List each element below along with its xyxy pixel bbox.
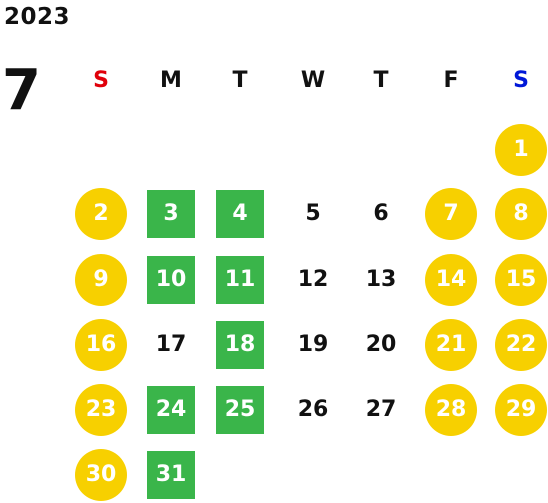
day-cell-1[interactable]: 1 bbox=[495, 124, 547, 176]
day-cell-13[interactable]: 13 bbox=[365, 267, 397, 292]
day-cell-7[interactable]: 7 bbox=[425, 188, 477, 240]
day-cell-15[interactable]: 15 bbox=[495, 254, 547, 306]
weekday-label-wednesday: W bbox=[300, 68, 326, 93]
day-cell-11[interactable]: 11 bbox=[216, 256, 264, 304]
weekday-label-tuesday: T bbox=[232, 68, 248, 93]
day-cell-29[interactable]: 29 bbox=[495, 384, 547, 436]
day-cell-5[interactable]: 5 bbox=[305, 201, 321, 226]
day-cell-3[interactable]: 3 bbox=[147, 190, 195, 238]
year-label: 2023 bbox=[4, 4, 71, 30]
month-number: 7 bbox=[2, 58, 41, 123]
weekday-label-sunday: S bbox=[93, 68, 109, 93]
day-cell-16[interactable]: 16 bbox=[75, 319, 127, 371]
day-cell-4[interactable]: 4 bbox=[216, 190, 264, 238]
day-cell-27[interactable]: 27 bbox=[365, 397, 397, 422]
weekday-label-friday: F bbox=[443, 68, 459, 93]
weekday-label-monday: M bbox=[160, 68, 182, 93]
day-cell-8[interactable]: 8 bbox=[495, 188, 547, 240]
day-cell-22[interactable]: 22 bbox=[495, 319, 547, 371]
day-cell-30[interactable]: 30 bbox=[75, 449, 127, 501]
day-cell-25[interactable]: 25 bbox=[216, 386, 264, 434]
day-cell-20[interactable]: 20 bbox=[365, 332, 397, 357]
weekday-label-thursday: T bbox=[373, 68, 389, 93]
day-cell-18[interactable]: 18 bbox=[216, 321, 264, 369]
day-cell-21[interactable]: 21 bbox=[425, 319, 477, 371]
day-cell-28[interactable]: 28 bbox=[425, 384, 477, 436]
day-cell-23[interactable]: 23 bbox=[75, 384, 127, 436]
day-cell-24[interactable]: 24 bbox=[147, 386, 195, 434]
day-cell-9[interactable]: 9 bbox=[75, 254, 127, 306]
day-cell-12[interactable]: 12 bbox=[297, 267, 329, 292]
day-cell-2[interactable]: 2 bbox=[75, 188, 127, 240]
weekday-label-saturday: S bbox=[513, 68, 529, 93]
day-cell-26[interactable]: 26 bbox=[297, 397, 329, 422]
day-cell-19[interactable]: 19 bbox=[297, 332, 329, 357]
day-cell-6[interactable]: 6 bbox=[373, 201, 389, 226]
day-cell-17[interactable]: 17 bbox=[155, 332, 187, 357]
day-cell-31[interactable]: 31 bbox=[147, 451, 195, 499]
day-cell-10[interactable]: 10 bbox=[147, 256, 195, 304]
day-cell-14[interactable]: 14 bbox=[425, 254, 477, 306]
